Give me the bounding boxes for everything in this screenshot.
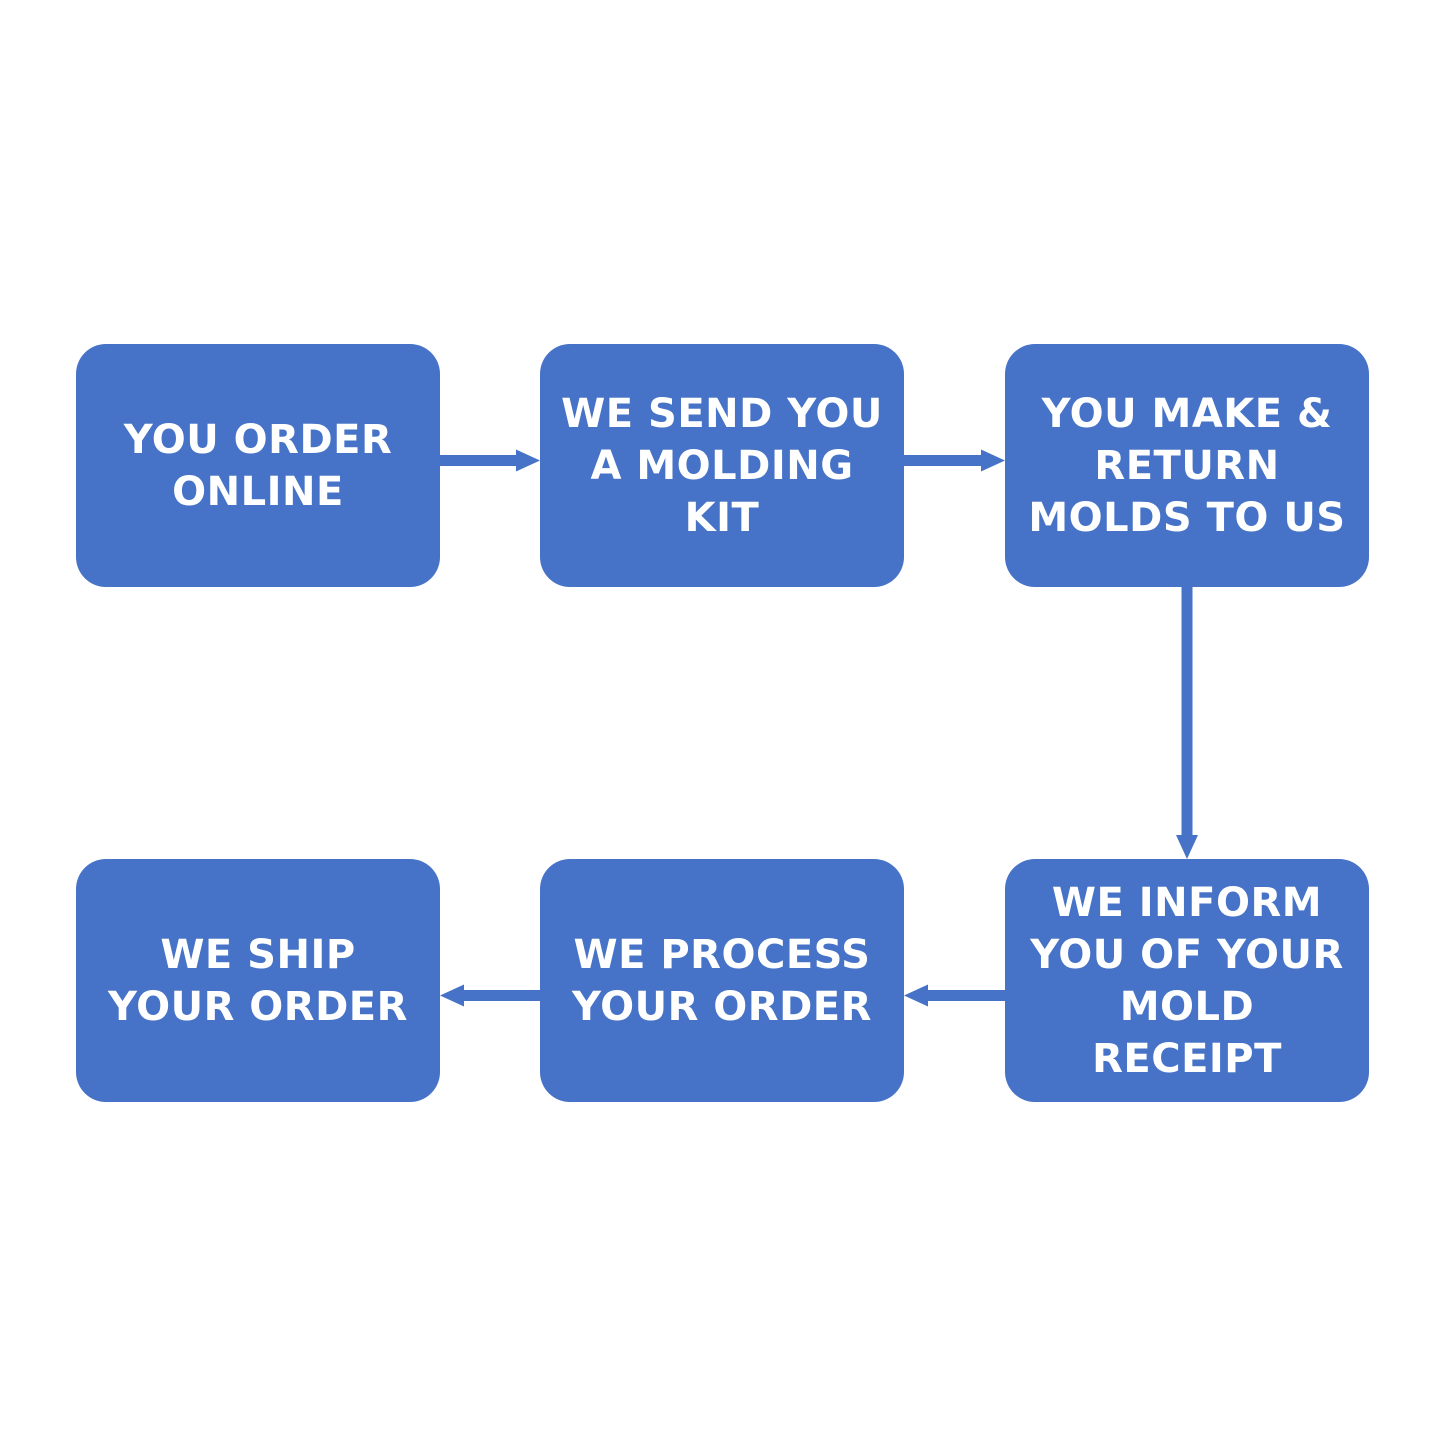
step-label: WE PROCESS YOUR ORDER (572, 931, 872, 1030)
arrow-4-to-5 (440, 984, 540, 1007)
arrow-2-to-3 (1176, 587, 1198, 859)
arrow-3-to-4 (904, 984, 1005, 1007)
step-label: WE SHIP YOUR ORDER (108, 931, 408, 1030)
step-label: WE SEND YOU A MOLDING KIT (561, 390, 883, 541)
step-label: YOU ORDER ONLINE (123, 416, 393, 515)
step-we-send-molding-kit: WE SEND YOU A MOLDING KIT (540, 344, 904, 587)
step-you-make-return-molds: YOU MAKE & RETURN MOLDS TO US (1005, 344, 1369, 587)
arrow-1-to-2 (904, 449, 1005, 472)
step-we-process-order: WE PROCESS YOUR ORDER (540, 859, 904, 1102)
step-we-ship-order: WE SHIP YOUR ORDER (76, 859, 440, 1102)
arrow-0-to-1 (440, 449, 540, 472)
step-label: WE INFORM YOU OF YOUR MOLD RECEIPT (1030, 879, 1344, 1082)
step-label: YOU MAKE & RETURN MOLDS TO US (1028, 390, 1346, 541)
step-you-order-online: YOU ORDER ONLINE (76, 344, 440, 587)
step-we-inform-mold-receipt: WE INFORM YOU OF YOUR MOLD RECEIPT (1005, 859, 1369, 1102)
